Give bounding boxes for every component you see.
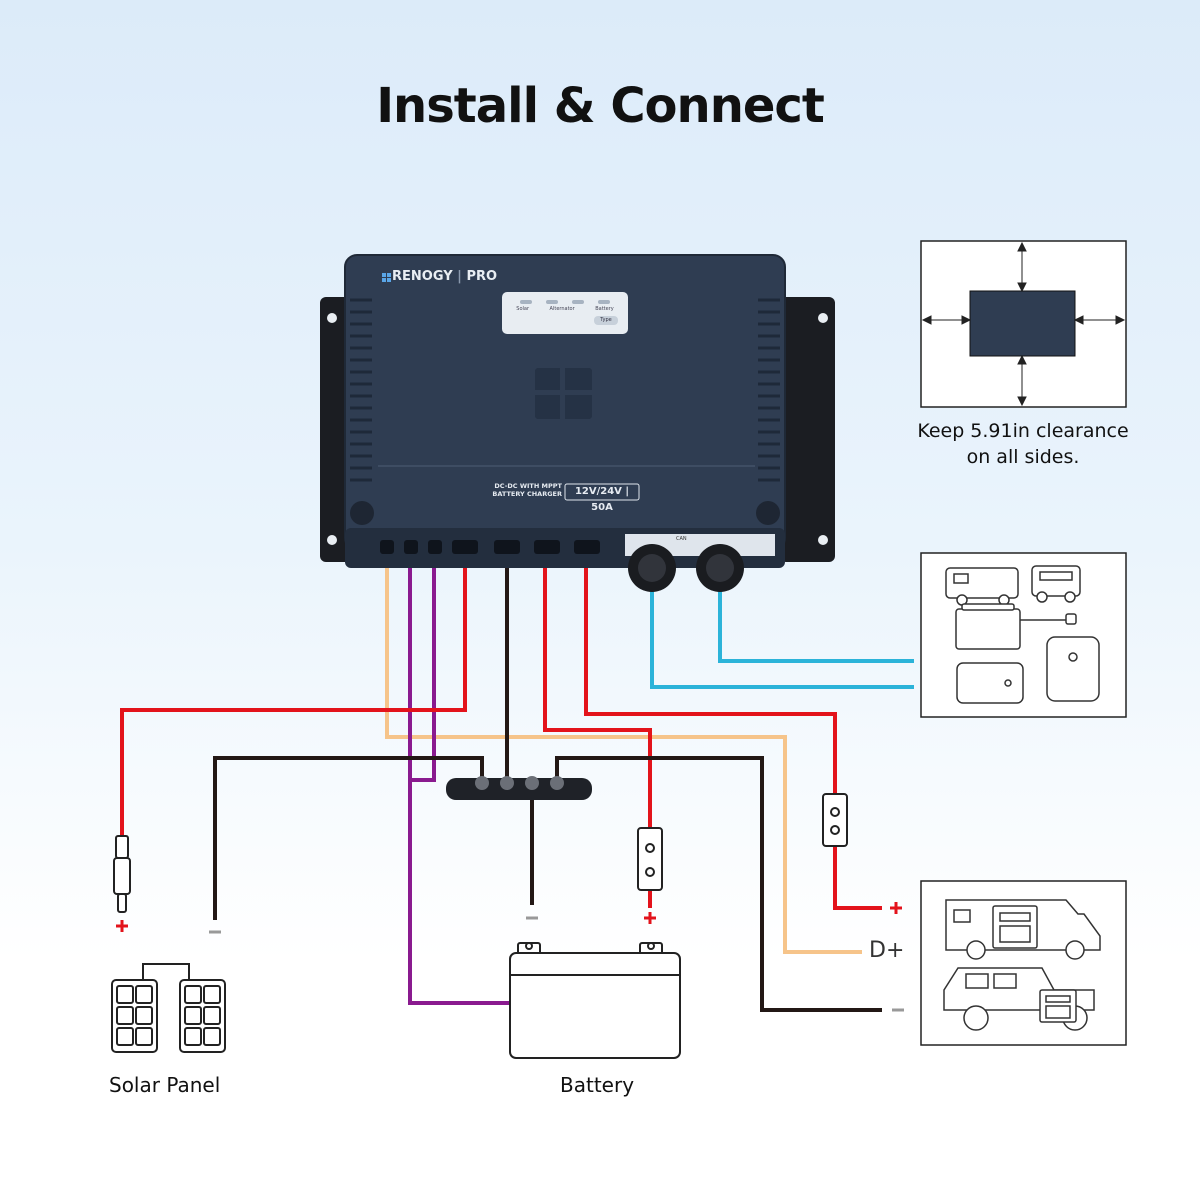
description-line-1: DC-DC WITH MPPT: [494, 482, 562, 490]
rating-label: 12V/24V | 50A: [574, 486, 630, 513]
page-title: Install & Connect: [376, 78, 825, 134]
rv-icon: [945, 567, 1019, 606]
d-plus-wire: [385, 560, 862, 954]
clearance-note: Keep 5.91in clearance on all sides.: [900, 418, 1146, 470]
bluetooth-module-icon: [956, 662, 1024, 704]
clearance-line-1: Keep 5.91in clearance: [917, 420, 1129, 442]
solar-positive-wire: [120, 560, 467, 840]
can-label: CAN: [676, 536, 687, 542]
mc4-connector: [113, 835, 131, 913]
can-gland-2: [696, 544, 744, 592]
type-button[interactable]: Type: [600, 317, 612, 323]
product-description: DC-DC WITH MPPT BATTERY CHARGER: [470, 482, 562, 498]
can-wire-2: [718, 585, 914, 663]
solar-negative-wire: [213, 756, 484, 920]
battery-icon: [509, 942, 681, 1059]
brand-label: RENOGY | PRO: [392, 269, 498, 284]
can-wire-1: [650, 585, 914, 689]
plus-mark-battery: [644, 912, 656, 924]
indicator-battery: Battery: [595, 306, 614, 312]
busbar: [446, 776, 592, 800]
battery-positive-wire: [543, 560, 652, 830]
jeep-icon: [1031, 565, 1081, 603]
d-plus-label: D+: [869, 938, 905, 963]
battery-monitor-icon: [955, 603, 1077, 650]
plus-mark-vehicle: [890, 902, 902, 914]
vehicle-fuse: [822, 793, 848, 847]
battery-label: Battery: [560, 1073, 635, 1097]
indicator-alternator: Alternator: [549, 306, 575, 312]
vehicle-positive-wire-lower: [833, 845, 882, 910]
emblem-icon: [535, 368, 592, 419]
solar-panels: [111, 963, 226, 1053]
indicator-labels: Solar Alternator Battery: [506, 306, 624, 312]
shunt-icon: [1046, 636, 1100, 702]
dc-dc-charger: [320, 254, 835, 592]
can-devices-panel: [920, 552, 1127, 718]
vehicles-panel: [920, 880, 1127, 1046]
vehicle-negative-wire: [555, 756, 882, 1012]
brand-name: RENOGY: [392, 269, 453, 284]
brand-suffix: PRO: [466, 269, 498, 284]
vehicle-positive-wire: [584, 560, 837, 795]
plus-mark-solar: [116, 920, 128, 932]
can-gland-1: [628, 544, 676, 592]
battery-fuse: [637, 827, 663, 891]
indicator-solar: Solar: [516, 306, 530, 312]
clearance-diagram: [920, 240, 1127, 408]
offroad-vehicle-icon: [943, 967, 1095, 1031]
clearance-line-2: on all sides.: [966, 446, 1080, 468]
ignition-wire-1: [408, 560, 512, 1005]
rv-vehicle-icon: [945, 899, 1101, 960]
description-line-2: BATTERY CHARGER: [492, 490, 562, 498]
ignition-wire-2: [410, 560, 436, 782]
solar-panel-label: Solar Panel: [109, 1073, 221, 1097]
renogy-logo-icon: [382, 273, 391, 282]
